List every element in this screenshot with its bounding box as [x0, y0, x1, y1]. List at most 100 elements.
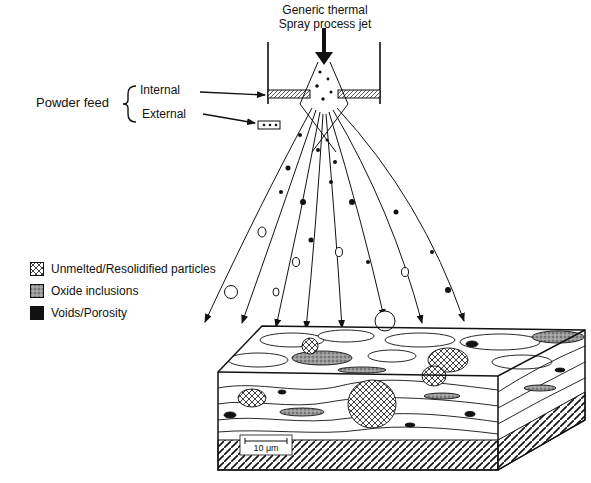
- jet-arrow-shaft: [322, 28, 326, 54]
- void: [466, 341, 478, 347]
- unmelted-particle: [238, 389, 266, 407]
- void: [224, 412, 236, 418]
- external-feed-arrow: [203, 114, 255, 123]
- particle: [286, 166, 291, 171]
- feed-plate: [338, 90, 380, 98]
- feed-tube: [258, 121, 280, 129]
- unmelted-particle: [302, 338, 318, 354]
- scale-box: [240, 435, 292, 455]
- legend-text: Voids/Porosity: [51, 306, 127, 320]
- droplet: [258, 227, 266, 237]
- void: [465, 412, 475, 417]
- lamella: [218, 427, 498, 434]
- process-title: Generic thermal Spray process jet: [271, 4, 379, 32]
- feed-brace: [123, 86, 136, 122]
- splat: [228, 353, 288, 367]
- feed-option: External: [142, 108, 204, 122]
- particle-trajectory: [306, 114, 323, 329]
- particle-trajectory: [329, 112, 384, 317]
- particle: [394, 210, 399, 215]
- splat: [460, 334, 540, 350]
- block-side: [498, 330, 585, 470]
- oxide-inclusion: [532, 331, 584, 343]
- legend-swatch: [30, 306, 44, 320]
- particle-trajectory: [333, 110, 422, 323]
- particle: [321, 97, 324, 100]
- particle-trajectory: [242, 110, 316, 323]
- droplet: [336, 248, 343, 257]
- coating-splats: [218, 330, 585, 434]
- plume-droplets: [225, 227, 409, 299]
- substrate: [498, 392, 585, 470]
- unmelted-particle: [422, 366, 446, 386]
- spray-plume: [205, 104, 464, 329]
- oxide-inclusion: [280, 408, 324, 416]
- particle: [326, 139, 329, 142]
- droplet: [402, 268, 409, 277]
- particle: [315, 84, 319, 88]
- jet-cone: [300, 62, 318, 104]
- legend-text: Oxide inclusions: [51, 284, 138, 298]
- nozzle-particles: [315, 70, 332, 100]
- particle: [318, 70, 321, 73]
- legend-swatch-fill: [31, 263, 44, 276]
- particle: [430, 250, 434, 254]
- particle: [316, 148, 320, 152]
- splat: [318, 330, 374, 342]
- void: [555, 368, 565, 372]
- legend-swatch: [30, 262, 44, 276]
- block-edge: [218, 330, 585, 376]
- particle: [309, 238, 314, 243]
- jet-cone: [330, 62, 348, 104]
- oxide-inclusion: [338, 367, 386, 373]
- feed-label: Powder feed: [36, 96, 126, 111]
- particle: [333, 160, 337, 164]
- splat: [368, 350, 416, 362]
- particle: [327, 78, 330, 81]
- scale-label: 10 μm: [240, 443, 292, 453]
- feed-option: Internal: [140, 84, 200, 98]
- internal-feed-arrow: [200, 92, 265, 95]
- particle: [349, 199, 355, 205]
- block-outline: [218, 326, 585, 470]
- legend-swatch-fill: [31, 285, 44, 298]
- plume-particles: [279, 133, 451, 293]
- splat: [492, 355, 552, 369]
- particle-trajectory: [205, 108, 312, 322]
- splat: [385, 333, 455, 347]
- particle: [329, 180, 333, 184]
- particle: [269, 124, 272, 127]
- unmelted-particle: [348, 380, 396, 428]
- droplet: [273, 288, 279, 296]
- legend-swatch: [30, 284, 44, 298]
- coating-block: [218, 311, 585, 470]
- particle-trajectory: [337, 108, 464, 321]
- particle: [445, 287, 451, 293]
- particle: [300, 199, 306, 205]
- legend-swatch-art: [30, 262, 44, 276]
- particle: [298, 133, 302, 137]
- particle: [263, 124, 266, 127]
- legend-row: Unmelted/Resolidified particles: [30, 262, 216, 276]
- block-front: [218, 372, 498, 470]
- particle: [366, 260, 370, 264]
- particle-trajectory: [276, 112, 320, 327]
- block-top: [218, 326, 585, 376]
- particle: [275, 124, 278, 127]
- legend-text: Unmelted/Resolidified particles: [51, 262, 216, 276]
- oxide-inclusion: [524, 385, 556, 391]
- droplet: [293, 258, 300, 267]
- particle: [279, 190, 283, 194]
- void: [278, 390, 286, 394]
- external-feed-tube: [258, 121, 280, 129]
- legend-row: Oxide inclusions: [30, 284, 138, 298]
- block-edge: [497, 376, 499, 470]
- particle: [330, 91, 333, 94]
- jet-arrow-head: [315, 52, 333, 65]
- droplet: [225, 286, 238, 299]
- oxide-inclusion: [424, 393, 460, 399]
- legend-swatch-art: [30, 284, 44, 298]
- legend-row: Voids/Porosity: [30, 306, 127, 320]
